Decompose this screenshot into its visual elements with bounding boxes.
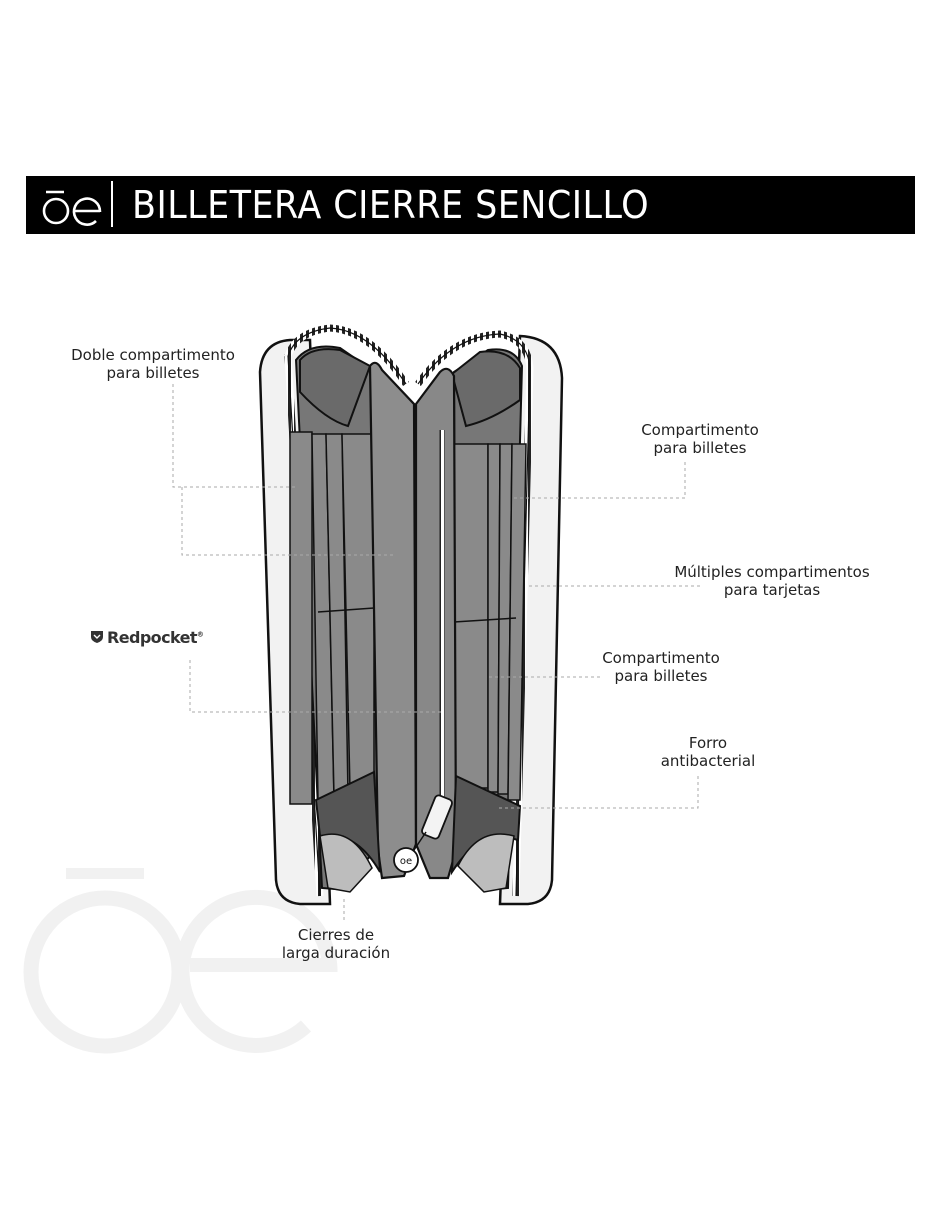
- card-slots-left: [290, 432, 374, 804]
- callout-bill-compartment-upper: Compartimento para billetes: [630, 421, 770, 457]
- central-divider: [370, 363, 416, 878]
- redpocket-logo: Redpocket®: [90, 626, 203, 648]
- callout-double-bill-compartment: Doble compartimento para billetes: [70, 346, 236, 382]
- card-slots-right: [454, 444, 526, 800]
- shield-icon: [90, 630, 104, 644]
- redpocket-brand-text: Redpocket®: [107, 628, 203, 647]
- svg-text:oe: oe: [400, 856, 412, 867]
- callout-antibacterial-lining: Forro antibacterial: [650, 734, 766, 770]
- callout-card-slots: Múltiples compartimentos para tarjetas: [674, 563, 870, 599]
- callout-bill-compartment-lower: Compartimento para billetes: [596, 649, 726, 685]
- callout-durable-zippers: Cierres de larga duración: [270, 926, 402, 962]
